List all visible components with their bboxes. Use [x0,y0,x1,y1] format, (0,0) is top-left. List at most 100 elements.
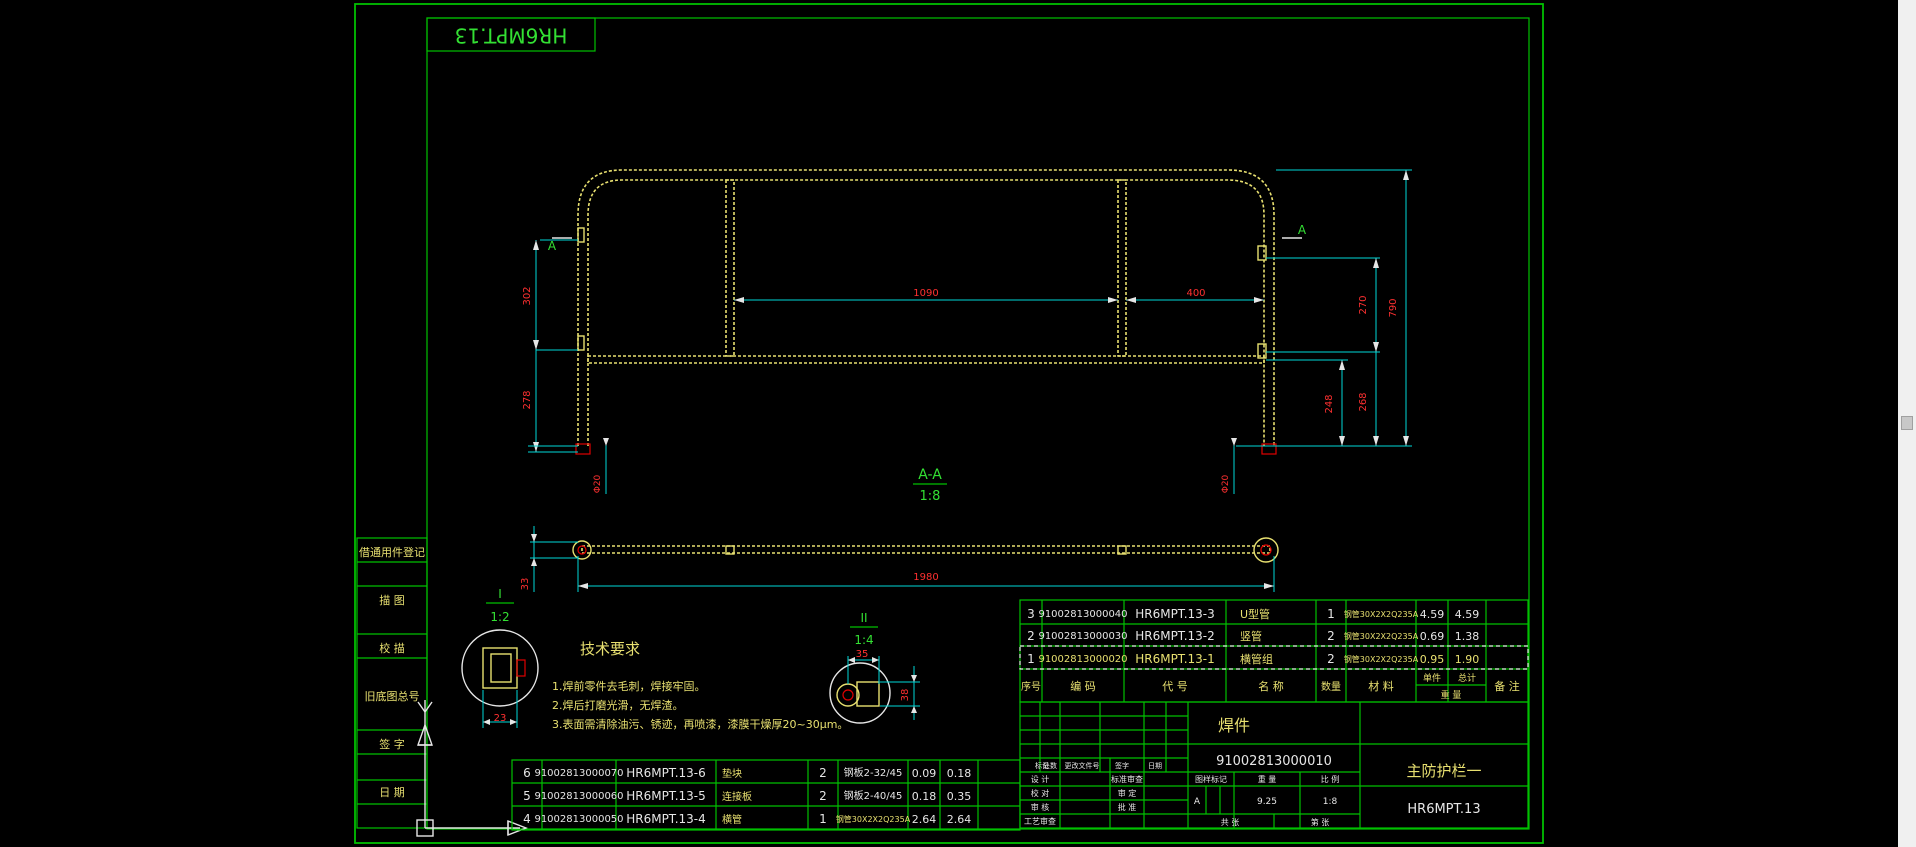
svg-text:91002813000050: 91002813000050 [534,814,623,825]
table-row[interactable]: 2 91002813000030 HR6MPT.13-2 竖管 2 钢管30X2… [1027,629,1479,643]
table-row[interactable]: 6 91002813000070 HR6MPT.13-6 垫块 2 钢板2-32… [523,766,971,780]
side-stamp-column: 借通用件登记 描 图 校 描 旧底图总号 签 字 日 期 [356,537,428,829]
section-label: A-A 1:8 [913,467,947,504]
ucs-axis-icon [416,700,528,837]
svg-text:2: 2 [1327,652,1335,666]
part-type: 焊件 [1218,716,1250,735]
svg-text:HR6MPT.13-6: HR6MPT.13-6 [626,766,706,780]
stamp-label: 借通用件登记 [359,545,425,559]
sign-row-label: 工艺审查 [1024,816,1056,826]
svg-text:2.64: 2.64 [912,813,937,826]
stamp-label: 校 描 [379,641,405,655]
svg-text:91002813000040: 91002813000040 [1038,609,1127,620]
sign-row-label: 校 对 [1031,788,1050,798]
svg-text:2: 2 [819,789,827,803]
detail-scale: 1:4 [854,633,873,647]
front-view-railing[interactable] [575,169,1277,455]
svg-text:1.90: 1.90 [1455,653,1480,666]
svg-text:0.09: 0.09 [912,767,937,780]
outer-frame [354,3,1544,844]
section-marker-text: A [548,239,557,253]
front-view-dimensions: 1090 400 302 278 270 790 248 268 [522,169,1412,494]
svg-text:2: 2 [819,766,827,780]
svg-text:钢管30X2X2Q235A: 钢管30X2X2Q235A [1344,631,1419,641]
sign-col-label: 签字 [1115,761,1129,770]
table-header: 序号 编 码 代 号 名 称 数量 材 料 单件 总计 重 量 备 注 [1021,672,1520,701]
technical-requirements: 技术要求 1.焊前零件去毛刺，焊接牢固。 2.焊后打磨光滑，无焊渣。 3.表面需… [552,640,848,731]
part-drawing-number: HR6MPT.13 [1407,802,1480,817]
section-label-text: A-A [918,467,942,483]
svg-text:U型管: U型管 [1240,607,1270,621]
svg-text:连接板: 连接板 [722,790,752,803]
sign-right-label: 标准审查 [1111,774,1143,784]
svg-text:重 量: 重 量 [1441,689,1462,701]
table-row[interactable]: 4 91002813000050 HR6MPT.13-4 横管 1 钢管30X2… [523,812,971,826]
dim-text: 270 [1358,295,1369,314]
tag-number-text: HR6MPT.13 [455,24,568,48]
section-scale-text: 1:8 [920,489,941,504]
bom-table-lower[interactable]: 6 91002813000070 HR6MPT.13-6 垫块 2 钢板2-32… [511,759,1021,831]
svg-text:钢管30X2X2Q235A: 钢管30X2X2Q235A [1344,609,1419,619]
sign-col-label: 更改文件号 [1065,761,1100,770]
detail-view-1[interactable]: I 1:2 23 [461,587,539,728]
svg-text:竖管: 竖管 [1240,629,1262,643]
svg-text:代 号: 代 号 [1162,680,1188,693]
svg-text:横管组: 横管组 [1240,652,1273,666]
svg-text:2: 2 [1327,629,1335,643]
dim-text: 1980 [913,572,938,583]
table-row-selected[interactable]: 1 91002813000020 HR6MPT.13-1 横管组 2 钢管30X… [1027,652,1479,666]
dim-text: 268 [1358,392,1369,411]
svg-text:4: 4 [523,812,531,826]
tb-header: 比 例 [1321,774,1340,784]
svg-text:HR6MPT.13-4: HR6MPT.13-4 [626,812,706,826]
tech-title: 技术要求 [580,640,640,658]
sign-right-label: 批 准 [1118,802,1137,812]
svg-text:HR6MPT.13-1: HR6MPT.13-1 [1135,652,1215,666]
svg-text:91002813000030: 91002813000030 [1038,631,1127,642]
part-code: 91002813000010 [1216,754,1332,769]
stamp-label: 旧底图总号 [365,689,420,703]
svg-text:2: 2 [1027,629,1035,643]
svg-text:3: 3 [1027,607,1035,621]
top-view-dimensions: 33 1980 [520,526,1275,592]
dim-text: 1090 [913,288,938,299]
tb-header: 重 量 [1258,774,1277,784]
svg-text:1: 1 [1327,607,1335,621]
dim-text: 790 [1388,298,1399,317]
drawing-number-tag: HR6MPT.13 [426,17,596,52]
weight-value: 9.25 [1257,797,1277,807]
top-view-railing[interactable] [572,537,1279,563]
detail-view-2[interactable]: II 1:4 35 38 [829,611,920,724]
stamp-label: 签 字 [379,737,405,751]
title-block[interactable]: 标记 处数 更改文件号 签字 日期 设 计 校 对 审 核 工艺审查 标准审查 … [1019,701,1529,829]
svg-text:91002813000070: 91002813000070 [534,768,623,779]
dim-text: 302 [522,286,533,305]
dim-text: Φ20 [1221,474,1231,493]
dim-text: 400 [1186,288,1205,299]
svg-text:6: 6 [523,766,531,780]
detail-label: I [498,587,502,601]
sign-row-label: 设 计 [1031,774,1050,784]
svg-text:名 称: 名 称 [1258,679,1284,693]
sign-col-label: 标记 [1035,761,1049,770]
revision-mark: A [1194,797,1201,807]
table-row[interactable]: 5 91002813000060 HR6MPT.13-5 连接板 2 钢板2-4… [523,789,971,803]
svg-text:HR6MPT.13-3: HR6MPT.13-3 [1135,607,1215,621]
svg-text:单件: 单件 [1423,672,1441,684]
scrollbar-thumb[interactable] [1901,416,1913,430]
section-marker-left: A [548,237,572,253]
svg-text:0.69: 0.69 [1420,630,1445,643]
tech-item: 2.焊后打磨光滑，无焊渣。 [552,698,684,712]
svg-text:2.64: 2.64 [947,813,972,826]
svg-text:HR6MPT.13-2: HR6MPT.13-2 [1135,629,1215,643]
table-row[interactable]: 3 91002813000040 HR6MPT.13-3 U型管 1 钢管30X… [1027,607,1479,621]
svg-text:钢板2-40/45: 钢板2-40/45 [844,789,903,802]
svg-text:4.59: 4.59 [1420,608,1445,621]
sign-col-label: 日期 [1148,762,1162,770]
section-marker-text: A [1298,223,1307,237]
dim-text: 33 [520,578,531,591]
sheet-number: 第 张 [1311,817,1330,827]
bom-table-upper[interactable]: 3 91002813000040 HR6MPT.13-3 U型管 1 钢管30X… [1019,599,1529,703]
sheet-total: 共 张 [1221,818,1240,827]
